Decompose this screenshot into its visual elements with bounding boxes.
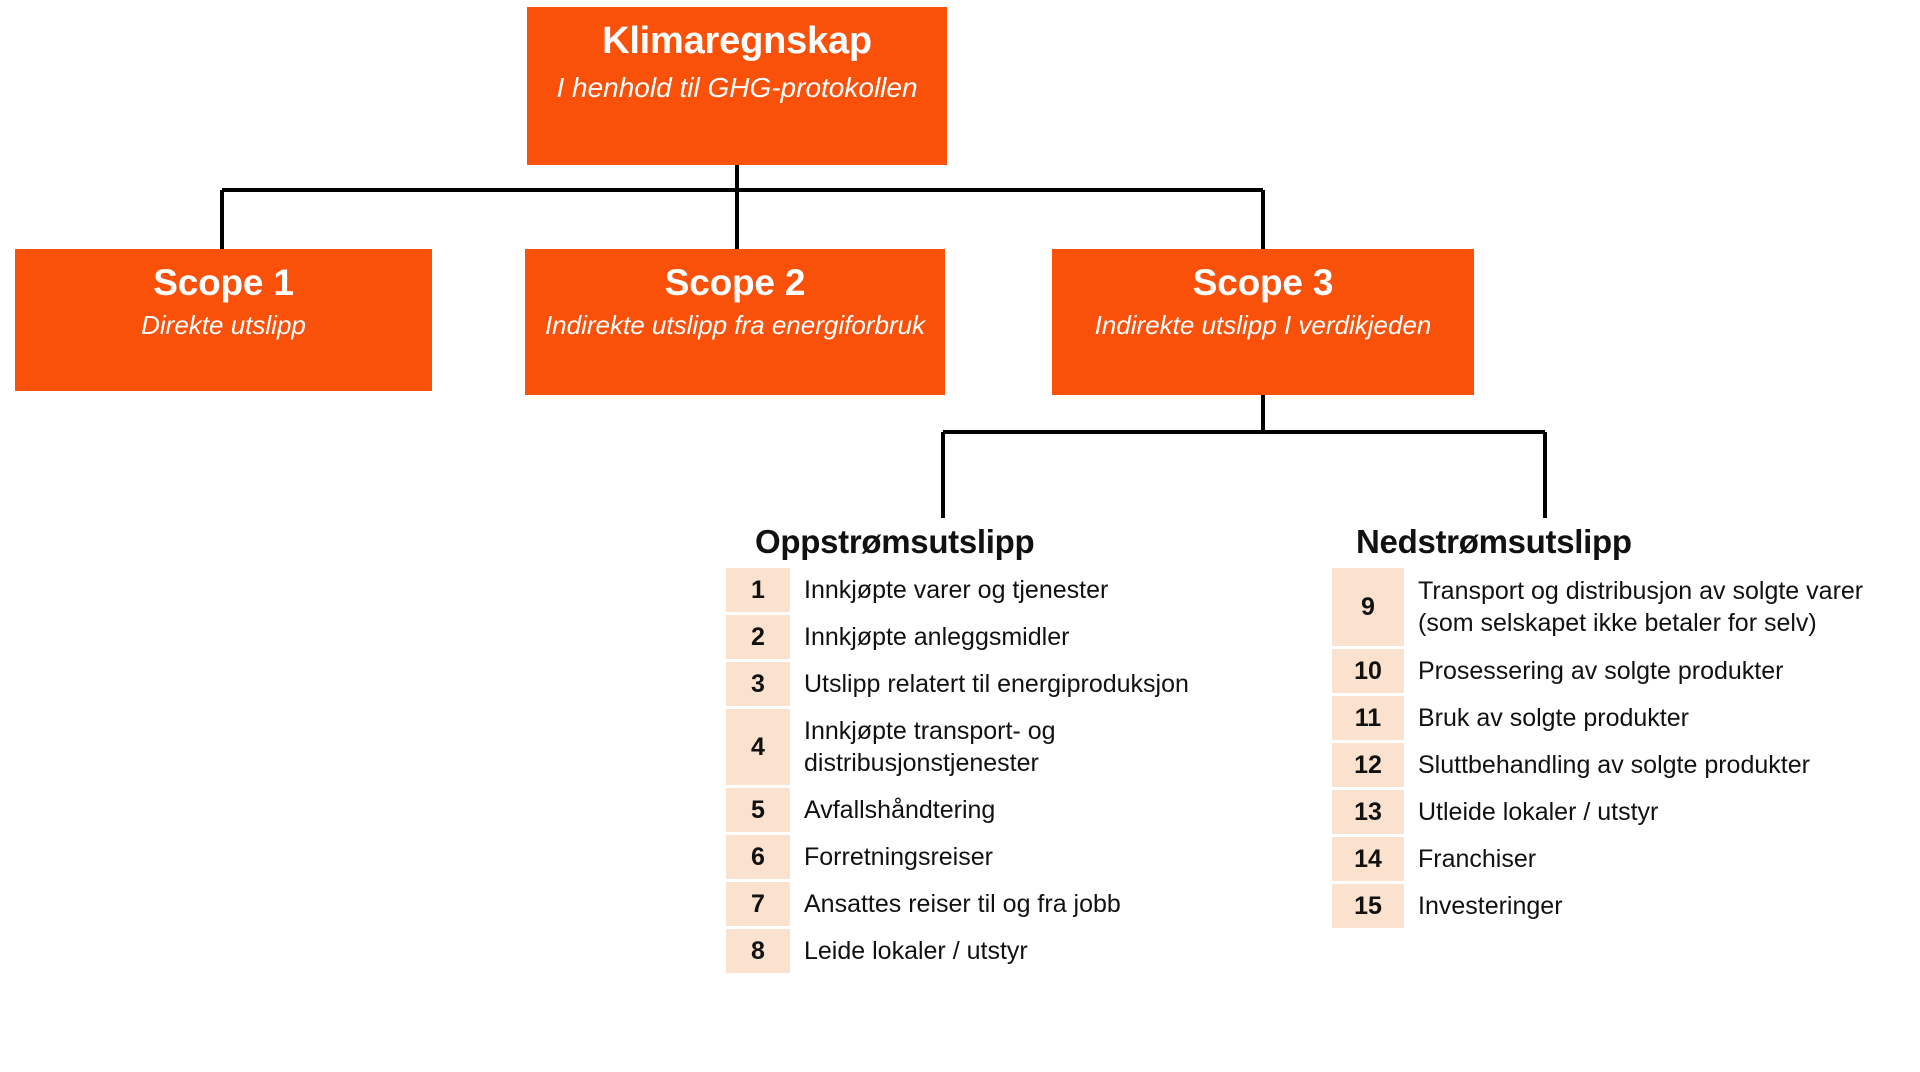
list-item: 8 Leide lokaler / utstyr: [726, 929, 1286, 974]
downstream-item-label: Sluttbehandling av solgte produkter: [1418, 751, 1810, 780]
root-box-klimaregnskap: Klimaregnskap I henhold til GHG-protokol…: [527, 7, 947, 165]
list-item: 14 Franchiser: [1332, 837, 1902, 882]
list-item: 3 Utslipp relatert til energiproduksjon: [726, 662, 1286, 707]
downstream-item-label: Utleide lokaler / utstyr: [1418, 798, 1659, 827]
scope-1-title: Scope 1: [153, 262, 294, 303]
downstream-item-label: Transport og distribusjon av solgte vare…: [1418, 577, 1864, 638]
upstream-item-label: Forretningsreiser: [804, 843, 993, 872]
upstream-item-label: Innkjøpte varer og tjenester: [804, 576, 1109, 605]
downstream-item-number: 12: [1332, 743, 1404, 788]
list-item: 1 Innkjøpte varer og tjenester: [726, 568, 1286, 613]
upstream-item-label: Leide lokaler / utstyr: [804, 937, 1028, 966]
root-box-subtitle: I henhold til GHG-protokollen: [556, 71, 918, 103]
downstream-item-number: 11: [1332, 696, 1404, 741]
scope-3-subtitle: Indirekte utslipp I verdikjeden: [1094, 309, 1432, 340]
upstream-column: Oppstrømsutslipp 1 Innkjøpte varer og tje…: [726, 523, 1286, 976]
upstream-item-label: Ansattes reiser til og fra jobb: [804, 890, 1121, 919]
list-item: 10 Prosessering av solgte produkter: [1332, 649, 1902, 694]
upstream-item-label: Innkjøpte anleggsmidler: [804, 623, 1070, 652]
list-item: 11 Bruk av solgte produkter: [1332, 696, 1902, 741]
upstream-item-number: 2: [726, 615, 790, 660]
list-item: 5 Avfallshåndtering: [726, 788, 1286, 833]
downstream-item-label: Prosessering av solgte produkter: [1418, 657, 1784, 686]
scope-3-title: Scope 3: [1192, 262, 1334, 303]
scope-1-subtitle: Direkte utslipp: [141, 309, 306, 340]
upstream-item-number: 8: [726, 929, 790, 974]
scope-2-title: Scope 2: [664, 262, 806, 303]
scope-1-box: Scope 1 Direkte utslipp: [15, 249, 432, 391]
list-item: 6 Forretningsreiser: [726, 835, 1286, 880]
list-item: 15 Investeringer: [1332, 884, 1902, 929]
list-item: 12 Sluttbehandling av solgte produkter: [1332, 743, 1902, 788]
upstream-header: Oppstrømsutslipp: [755, 523, 1035, 560]
upstream-item-number: 6: [726, 835, 790, 880]
root-box-title: Klimaregnskap: [602, 20, 872, 62]
upstream-item-label: Utslipp relatert til energiproduksjon: [804, 670, 1189, 699]
upstream-item-number: 7: [726, 882, 790, 927]
downstream-item-label: Franchiser: [1418, 845, 1537, 874]
upstream-item-number: 4: [726, 709, 790, 786]
downstream-header: Nedstrømsutslipp: [1356, 523, 1632, 560]
scope-2-subtitle: Indirekte utslipp fra energiforbruk: [544, 309, 926, 340]
downstream-item-number: 10: [1332, 649, 1404, 694]
scope-3-box: Scope 3 Indirekte utslipp I verdikjeden: [1052, 249, 1474, 395]
upstream-item-number: 3: [726, 662, 790, 707]
list-item: 7 Ansattes reiser til og fra jobb: [726, 882, 1286, 927]
downstream-item-number: 14: [1332, 837, 1404, 882]
downstream-item-number: 15: [1332, 884, 1404, 929]
upstream-item-label: Innkjøpte transport- og distribusjonstje…: [804, 717, 1056, 778]
upstream-item-number: 5: [726, 788, 790, 833]
upstream-item-number: 1: [726, 568, 790, 613]
list-item: 2 Innkjøpte anleggsmidler: [726, 615, 1286, 660]
downstream-item-number: 13: [1332, 790, 1404, 835]
downstream-item-label: Investeringer: [1418, 892, 1563, 921]
downstream-item-number: 9: [1332, 568, 1404, 647]
list-item: 13 Utleide lokaler / utstyr: [1332, 790, 1902, 835]
scope-2-box: Scope 2 Indirekte utslipp fra energiforb…: [525, 249, 945, 395]
downstream-item-label: Bruk av solgte produkter: [1418, 704, 1689, 733]
upstream-item-label: Avfallshåndtering: [804, 796, 996, 825]
